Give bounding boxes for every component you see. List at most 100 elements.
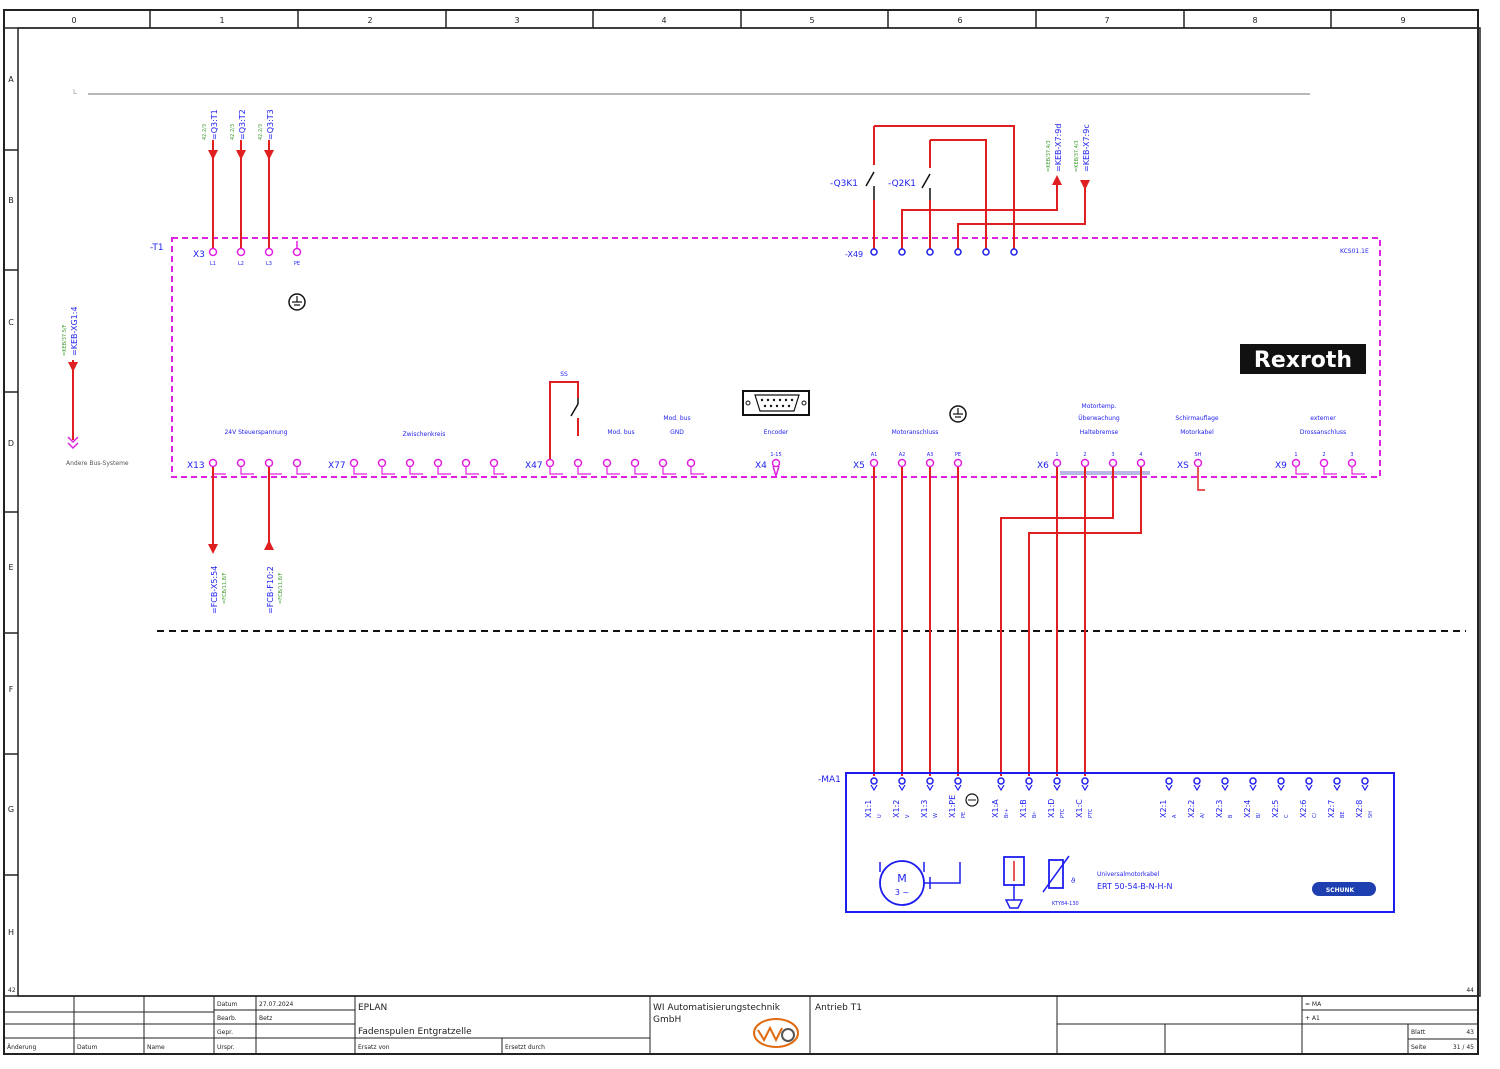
pin: 4 xyxy=(1139,452,1142,458)
drive-t1-box xyxy=(171,237,1381,478)
col-label: 8 xyxy=(1252,16,1257,25)
row-labels: A B C D E F G H xyxy=(8,75,14,937)
ma1-terminal xyxy=(1081,777,1089,785)
ma1-terminal xyxy=(954,777,962,785)
ma1-terminal-label: X2:8 xyxy=(1355,800,1364,818)
tb-company: WI Automatisierungstechnik xyxy=(653,1003,781,1013)
ma1-terminal xyxy=(997,777,1005,785)
tb-label: Änderung xyxy=(7,1044,36,1051)
pin: 1 xyxy=(1055,452,1058,458)
x9-label: X9 xyxy=(1275,461,1287,471)
ma1-terminal-sub: V xyxy=(905,814,911,818)
col-label: 1 xyxy=(219,16,224,25)
pin: L2 xyxy=(238,261,244,267)
tb-label: Gepr. xyxy=(217,1029,233,1036)
ma1-terminal-sub: B/ xyxy=(1256,813,1262,818)
xs-pin: SH xyxy=(1195,452,1202,458)
col-label: 3 xyxy=(514,16,519,25)
ref-q3-sub: 42.2/3 xyxy=(258,124,264,140)
pin: 3 xyxy=(1350,452,1353,458)
tb-value: 31 / 45 xyxy=(1453,1044,1474,1051)
row-label: G xyxy=(8,805,14,814)
schirm-label: Schirmauflage xyxy=(1175,415,1219,422)
mod-bus-label: Mod. bus xyxy=(607,429,634,436)
universal-label: Universalmotorkabel xyxy=(1097,871,1160,878)
q3k1-label: -Q3K1 xyxy=(830,179,858,189)
ref-fcb54-sub: =FCB/11.8/F xyxy=(222,573,228,604)
schunk-logo-text: SCHUNK xyxy=(1326,887,1355,894)
ma1-terminal-sub: B xyxy=(1228,814,1234,818)
brake-control-group: -Q3K1 -Q2K1 -X49 =KEB-X7:9d =KEB-X7:9c =… xyxy=(830,124,1091,259)
encoder-label: Encoder xyxy=(764,429,789,436)
pin: 2 xyxy=(1083,452,1086,458)
control-terminals: X13 24V Steuerspannung X77 Zwischenkreis… xyxy=(187,371,1365,491)
schirm-label: Motorkabel xyxy=(1180,429,1214,436)
thermistor-icon xyxy=(1048,859,1064,889)
x4-pin: 1-15 xyxy=(770,452,781,458)
tb-label: Ersatz von xyxy=(358,1044,390,1051)
steuerspannung-label: 24V Steuerspannung xyxy=(224,429,287,436)
ma1-terminal xyxy=(898,777,906,785)
sheet-border xyxy=(3,9,1479,1055)
ma1-terminal-label: X2:6 xyxy=(1299,800,1308,818)
tb-value: = MA xyxy=(1305,1001,1322,1008)
product-code: ERT 50-54-B-N-H-N xyxy=(1097,882,1172,891)
motortemp-label: Motortemp. xyxy=(1082,403,1117,410)
ref-q3-sub: 42.2/3 xyxy=(230,124,236,140)
row-label: C xyxy=(8,318,14,327)
ref-q3t2: =Q3:T2 xyxy=(238,109,247,140)
ground-icon xyxy=(288,293,306,311)
zwischenkreis-label: Zwischenkreis xyxy=(403,431,446,438)
ma1-terminal xyxy=(1333,777,1341,785)
andere-bus-label: Andere Bus-Systeme xyxy=(66,460,129,467)
ma1-terminal-label: X2:2 xyxy=(1187,800,1196,818)
pin: A1 xyxy=(871,452,878,458)
tb-value: + A1 xyxy=(1305,1015,1320,1022)
pin: 2 xyxy=(1322,452,1325,458)
ma1-terminal-label: X1:D xyxy=(1047,799,1056,818)
col-label: 0 xyxy=(71,16,76,25)
ma1-terminal-sub: U xyxy=(877,814,883,818)
tb-label: Ersetzt durch xyxy=(505,1044,545,1051)
q2k1-label: -Q2K1 xyxy=(888,179,916,189)
ma1-terminal-label: X2:5 xyxy=(1271,800,1280,818)
ma1-terminal-label: X1:PE xyxy=(948,795,957,818)
ref-q3-sub: 42.2/3 xyxy=(202,124,208,140)
svg-text:L: L xyxy=(73,88,77,96)
mod-bus2-label: Mod. bus xyxy=(663,415,690,422)
keb-xg-ref: =KEB-XG1:4 =KEB/37.5/F Andere Bus-System… xyxy=(62,306,129,467)
ma1-terminal xyxy=(1193,777,1201,785)
ref-kebxg-sub: =KEB/37.5/F xyxy=(62,324,68,356)
col-label: 6 xyxy=(957,16,962,25)
ma1-terminal-sub: PTC xyxy=(1060,808,1066,818)
rexroth-logo xyxy=(1240,344,1366,374)
ma1-terminal-label: X1:C xyxy=(1075,799,1084,818)
x3-supply-group: =Q3:T1 =Q3:T2 =Q3:T3 42.2/3 42.2/3 42.2/… xyxy=(193,109,306,311)
ma1-terminal-sub: W xyxy=(933,813,939,818)
ma1-terminal xyxy=(870,777,878,785)
row-label: D xyxy=(8,439,14,448)
ground-icon xyxy=(965,793,979,807)
ma1-terminal xyxy=(1305,777,1313,785)
ma1-terminal xyxy=(1361,777,1369,785)
ma1-terminal xyxy=(1277,777,1285,785)
motortemp-label: Überwachung xyxy=(1078,415,1120,422)
xs-label: XS xyxy=(1177,461,1189,471)
ref-q3t1: =Q3:T1 xyxy=(210,109,219,140)
col-label: 2 xyxy=(367,16,372,25)
ref-keb-sub: =KEB/37.4/3 xyxy=(1046,140,1052,172)
x3-label: X3 xyxy=(193,250,205,260)
pin: 1 xyxy=(1294,452,1297,458)
fcb-refs: =FCB-X5:54 =FCB/11.8/F =FCB-F10:2 =FCB/1… xyxy=(208,467,284,614)
pin: 3 xyxy=(1111,452,1114,458)
svg-text:ϑ: ϑ xyxy=(1071,877,1075,885)
ma1-terminal-label: X1:1 xyxy=(864,800,873,818)
ma1-terminal xyxy=(1025,777,1033,785)
svg-text:3 ~: 3 ~ xyxy=(895,888,909,897)
x6-label: X6 xyxy=(1037,461,1049,471)
ma1-terminal-sub: C xyxy=(1284,814,1290,818)
pin: A3 xyxy=(927,452,934,458)
tb-value: 43 xyxy=(1466,1029,1474,1036)
row-grid xyxy=(4,149,18,876)
